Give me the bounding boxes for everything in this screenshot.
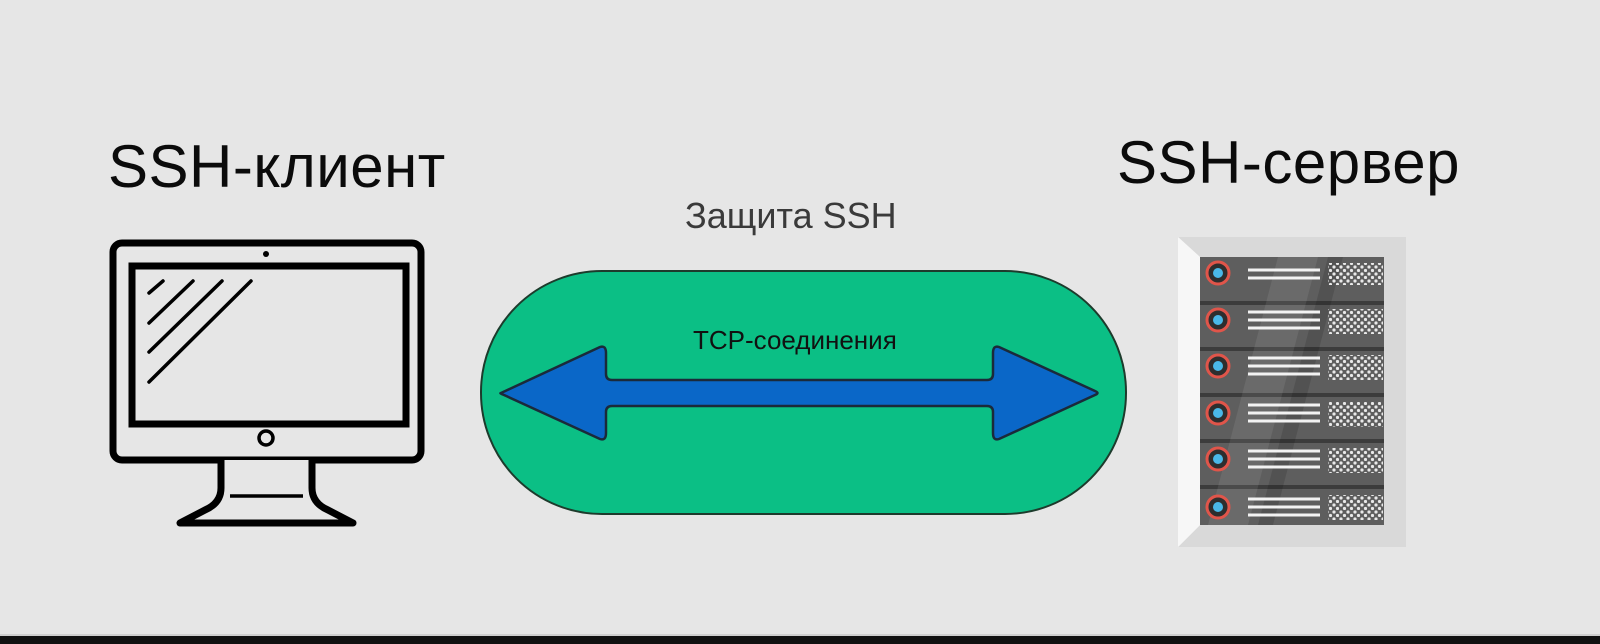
tcp-connection-label: TCP-соединения	[693, 325, 897, 355]
double-arrow-icon	[499, 345, 1099, 441]
tunnel-title: Защита SSH	[685, 195, 897, 236]
monitor-icon	[109, 239, 425, 527]
bottom-bar	[0, 634, 1600, 644]
server-title: SSH-сервер	[1117, 129, 1461, 196]
server-rack-icon	[1178, 237, 1406, 547]
tcp-tunnel	[480, 270, 1127, 515]
client-title: SSH-клиент	[108, 133, 446, 200]
server-vents	[1328, 263, 1383, 520]
server-leds	[1205, 260, 1231, 520]
